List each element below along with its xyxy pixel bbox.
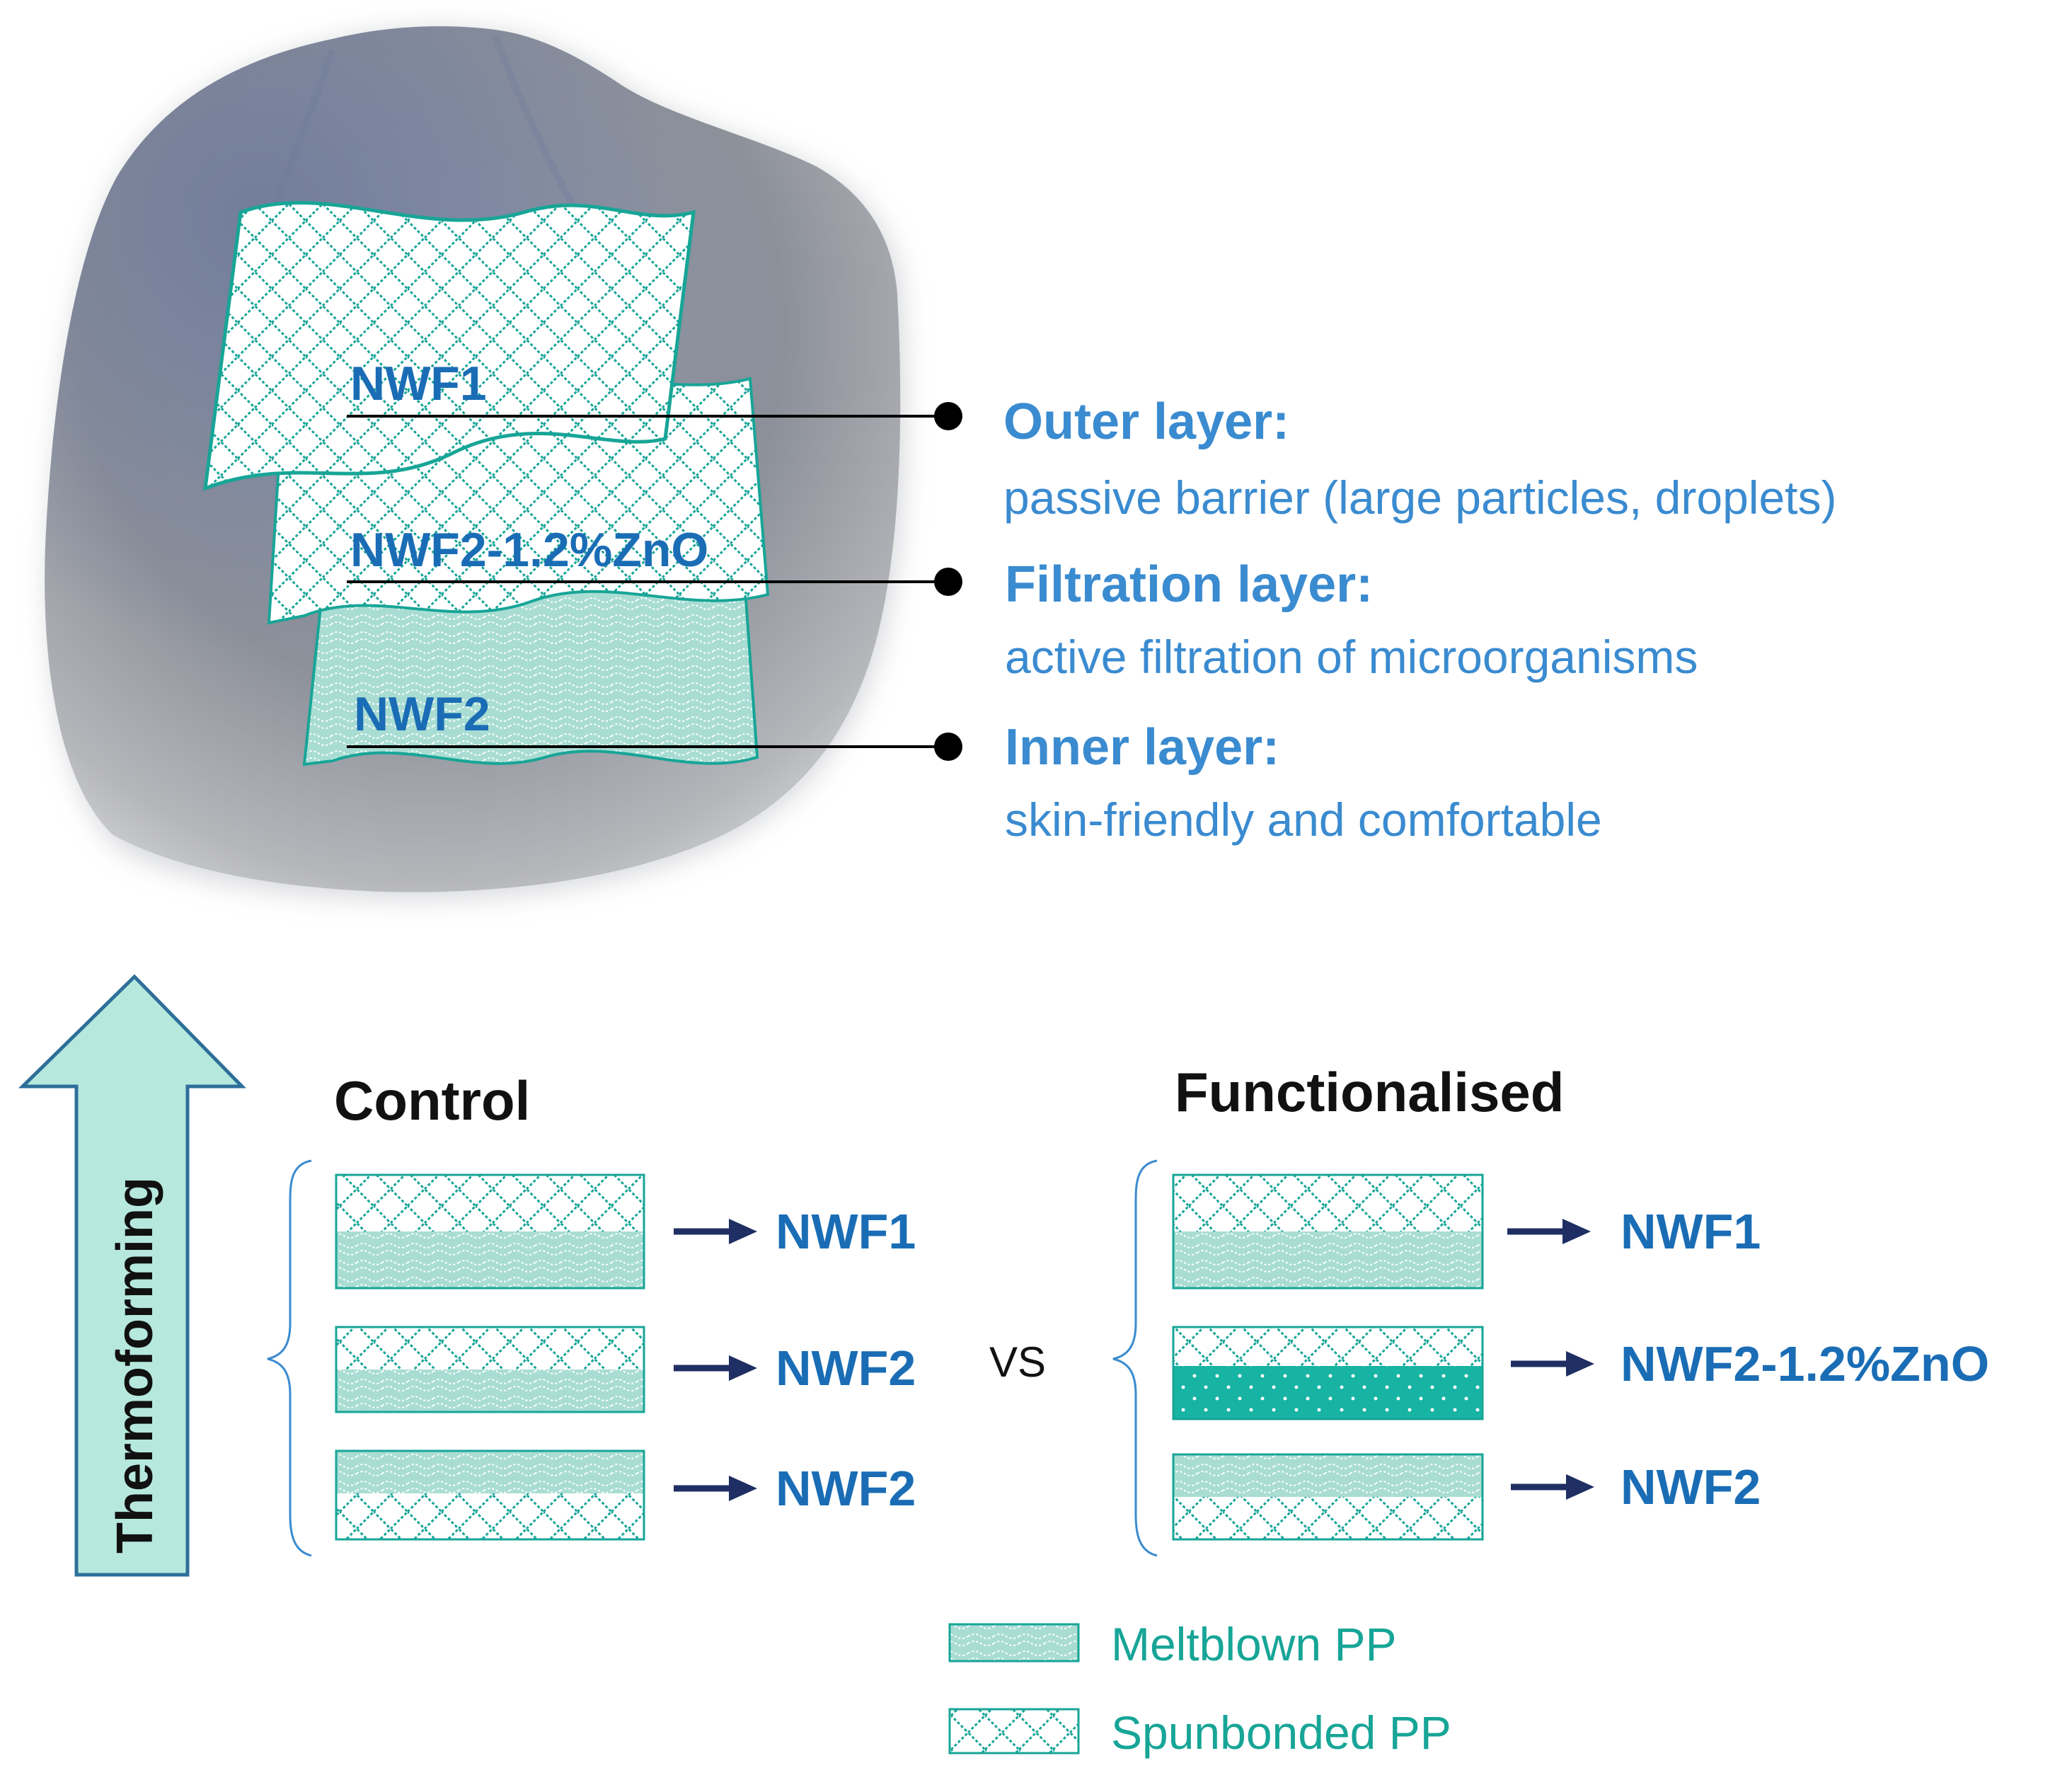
- control-output-1: NWF1: [776, 1204, 916, 1259]
- func-row-1-border: [1172, 1173, 1484, 1290]
- thermoforming-label: Thermoforming: [107, 1177, 163, 1554]
- control-brace: [267, 1159, 312, 1557]
- control-row-3-bottom: [336, 1493, 644, 1539]
- control-row-3-border: [335, 1449, 645, 1541]
- filtration-layer-description: active filtration of microorganisms: [1005, 631, 1698, 683]
- functionalised-brace: [1112, 1159, 1158, 1557]
- func-output-1: NWF1: [1621, 1204, 1761, 1259]
- legend-label-meltblown: Meltblown PP: [1111, 1618, 1397, 1670]
- control-row-2-border: [335, 1326, 645, 1413]
- leader-lines: [347, 402, 962, 761]
- control-output-2: NWF2: [776, 1340, 916, 1396]
- control-row-2-bottom: [336, 1370, 644, 1412]
- outer-layer-description: passive barrier (large particles, drople…: [1003, 471, 1837, 524]
- func-row-3-bottom: [1173, 1497, 1483, 1539]
- arrow-func-2: [1511, 1351, 1594, 1377]
- func-row-3-border: [1172, 1453, 1484, 1541]
- panel-label-nwf2-zno: NWF2-1.2%ZnO: [350, 523, 709, 577]
- func-row-1-top: [1173, 1175, 1483, 1231]
- arrow-control-1: [674, 1219, 757, 1244]
- legend-label-spunbonded: Spunbonded PP: [1111, 1706, 1451, 1759]
- arrow-control-2: [674, 1355, 757, 1381]
- control-row-2-top: [336, 1327, 644, 1370]
- thermoforming-arrow: [18, 974, 246, 1577]
- func-row-2-bottom: [1173, 1366, 1483, 1419]
- filtration-layer-title: Filtration layer:: [1005, 556, 1374, 613]
- control-row-1-bottom: [336, 1231, 644, 1288]
- func-row-3-top: [1173, 1454, 1483, 1497]
- functionalised-title: Functionalised: [1175, 1061, 1565, 1123]
- layer-swatches: [335, 1173, 1484, 1541]
- control-title: Control: [334, 1069, 531, 1132]
- arrow-func-1: [1507, 1219, 1591, 1244]
- inner-layer-title: Inner layer:: [1005, 719, 1280, 776]
- func-row-2-border: [1172, 1326, 1484, 1420]
- panel-label-nwf2: NWF2: [354, 687, 490, 741]
- control-row-1-top: [336, 1175, 644, 1231]
- outer-layer-title: Outer layer:: [1003, 394, 1290, 450]
- control-row-1-border: [335, 1173, 645, 1290]
- inner-layer-description: skin-friendly and comfortable: [1005, 793, 1602, 846]
- panel-label-nwf1: NWF1: [350, 357, 487, 410]
- vs-label: VS: [989, 1338, 1047, 1386]
- func-row-1-bottom: [1173, 1231, 1483, 1288]
- arrow-func-3: [1511, 1474, 1594, 1500]
- control-output-3: NWF2: [776, 1461, 916, 1516]
- func-output-2: NWF2-1.2%ZnO: [1621, 1336, 1990, 1391]
- func-output-3: NWF2: [1621, 1459, 1761, 1515]
- func-row-2-top: [1173, 1327, 1483, 1366]
- output-arrows: [674, 1219, 1594, 1501]
- control-row-3-top: [336, 1451, 644, 1493]
- legend-swatch-spunbonded: [948, 1708, 1080, 1755]
- arrow-control-3: [674, 1476, 757, 1501]
- legend-swatch-meltblown: [948, 1623, 1080, 1663]
